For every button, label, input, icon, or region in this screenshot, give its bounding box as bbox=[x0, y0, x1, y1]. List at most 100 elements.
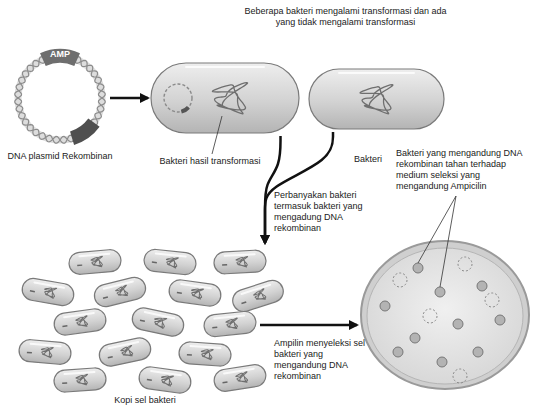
process-arrow bbox=[265, 132, 333, 243]
cell-wall bbox=[20, 277, 75, 308]
chromosome bbox=[43, 286, 56, 298]
resistant-colony bbox=[393, 347, 403, 357]
gene-label: AMP bbox=[12, 49, 108, 60]
cell-highlight bbox=[225, 254, 255, 256]
bacterium-body bbox=[309, 69, 444, 129]
cell-highlight bbox=[79, 254, 109, 257]
cell-highlight bbox=[34, 283, 64, 288]
leader-line bbox=[440, 196, 456, 287]
cell-wall bbox=[178, 341, 231, 367]
cell-highlight bbox=[186, 66, 264, 68]
plasmid-mark bbox=[222, 264, 227, 266]
cell-wall bbox=[68, 249, 122, 275]
bacterium-copy bbox=[213, 250, 266, 275]
plasmid-mark bbox=[177, 292, 182, 294]
bacterium-copy bbox=[68, 249, 122, 275]
process-arrow bbox=[260, 324, 357, 327]
cell-highlight bbox=[156, 253, 186, 256]
cell-highlight bbox=[224, 369, 254, 374]
chromosome bbox=[235, 372, 248, 384]
transformed-bacterium: Bakteri hasil transformasi bbox=[150, 62, 300, 134]
dish-rim bbox=[361, 241, 529, 389]
bacterium-label: Bakteri hasil transformasi bbox=[146, 156, 274, 167]
chromosome bbox=[76, 374, 88, 385]
process-arrow bbox=[265, 136, 281, 243]
note-text: Beberapa bakteri mengalami transformasi … bbox=[238, 6, 453, 28]
bacterium: Bakteri bbox=[308, 68, 445, 130]
resistant-colony bbox=[410, 333, 420, 343]
bacterium-copy bbox=[53, 307, 108, 336]
dead-colony bbox=[423, 309, 437, 323]
chromosome bbox=[91, 256, 104, 267]
cell-highlight bbox=[151, 371, 181, 375]
cell-wall bbox=[18, 339, 72, 365]
agar-plate bbox=[361, 196, 529, 389]
cell-highlight bbox=[104, 282, 133, 289]
cell-wall bbox=[92, 275, 148, 309]
cell-highlight bbox=[109, 342, 138, 348]
plasmid-mark bbox=[27, 352, 32, 354]
plasmid-mark bbox=[62, 382, 67, 384]
cell-highlight bbox=[339, 72, 414, 74]
shape-outline bbox=[308, 68, 445, 130]
plasmid-circle: AMPDNA plasmid Rekombinan bbox=[12, 50, 108, 146]
dead-colony bbox=[453, 369, 467, 383]
cell-wall bbox=[53, 307, 108, 336]
resistant-colony bbox=[380, 301, 390, 311]
cell-wall bbox=[213, 363, 268, 393]
chromosome bbox=[360, 85, 393, 114]
bacterium-copy bbox=[213, 363, 268, 393]
leader-line bbox=[212, 116, 222, 154]
chromosome bbox=[115, 285, 129, 298]
plasmid-mark bbox=[77, 264, 82, 266]
cell-wall bbox=[213, 250, 266, 275]
resistant-colony bbox=[413, 263, 423, 273]
bacterium-copy bbox=[97, 336, 152, 368]
plasmid-mark bbox=[30, 290, 35, 292]
cell-highlight bbox=[64, 313, 94, 317]
chromosome bbox=[75, 316, 88, 328]
plasmid-mark bbox=[108, 357, 113, 358]
arrow-label: Perbanyakan bakteri termasuk bakteri yan… bbox=[274, 190, 382, 234]
chromosome bbox=[253, 289, 267, 303]
plasmid-mark bbox=[152, 261, 157, 263]
resistant-colony bbox=[495, 315, 505, 325]
plasmid-caption: DNA plasmid Rekombinan bbox=[0, 151, 120, 162]
chromosome bbox=[212, 83, 247, 114]
shape-outline bbox=[150, 62, 300, 134]
chromosome bbox=[166, 256, 179, 268]
cell-wall bbox=[143, 248, 197, 275]
plasmid-mark bbox=[241, 302, 246, 304]
plasmid-mark bbox=[62, 325, 67, 327]
cell-highlight bbox=[181, 284, 211, 288]
plasmid-dna bbox=[15, 49, 105, 145]
shape-outline bbox=[360, 240, 530, 390]
bacterium-copy bbox=[20, 277, 75, 308]
chromosome bbox=[41, 347, 54, 358]
dead-colony bbox=[458, 257, 472, 271]
resistant-colony bbox=[477, 281, 487, 291]
chromosome bbox=[236, 256, 248, 267]
resistant-colony bbox=[435, 287, 445, 297]
cell-highlight bbox=[65, 372, 95, 374]
cell-wall bbox=[138, 365, 193, 394]
cell-highlight bbox=[191, 346, 221, 348]
plasmid-mark bbox=[147, 379, 152, 381]
cell-highlight bbox=[31, 344, 61, 347]
cell-wall bbox=[97, 336, 152, 368]
bacteria-copies: Kopi sel bakteri bbox=[15, 245, 258, 407]
plasmid-mark bbox=[223, 381, 228, 383]
bacterium-body bbox=[151, 63, 299, 154]
cell-highlight bbox=[145, 312, 174, 318]
bacterium-copy bbox=[178, 341, 231, 367]
plasmid-mark bbox=[187, 354, 192, 356]
resistant-colony bbox=[473, 347, 483, 357]
plasmid-mark bbox=[103, 297, 108, 298]
resistant-colony bbox=[453, 319, 463, 329]
bacterium-copy bbox=[143, 248, 197, 275]
shape-outline bbox=[12, 50, 108, 146]
callout-text: Bakteri yang mengandung DNA rekombinan t… bbox=[396, 148, 532, 192]
chromosome bbox=[120, 345, 134, 358]
